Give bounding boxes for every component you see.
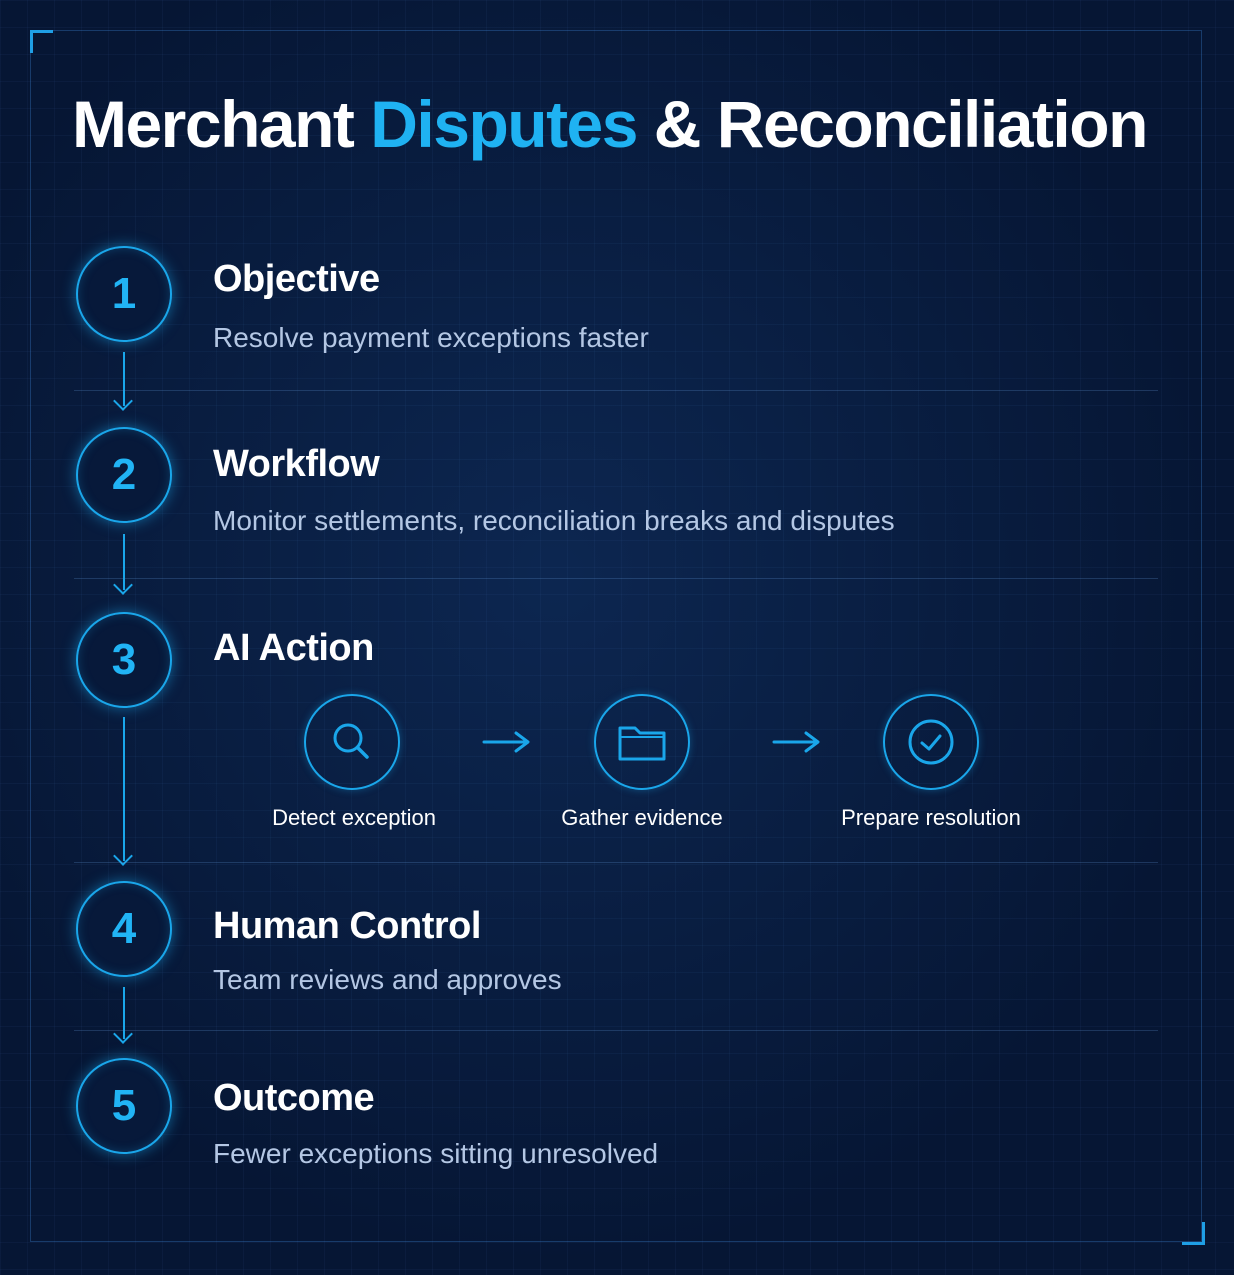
step-4-number-circle: 4: [76, 881, 172, 977]
title-part-1: Merchant: [72, 87, 371, 161]
gather-evidence-label: Gather evidence: [561, 805, 723, 830]
search-icon: [333, 723, 369, 759]
step-4-number: 4: [111, 904, 137, 953]
divider-4: [74, 1030, 1158, 1031]
connector-line-3-4: [123, 717, 125, 861]
step-1-description: Resolve payment exceptions faster: [213, 322, 649, 353]
connector-line-4-5: [123, 987, 125, 1039]
connector-line-1-2: [123, 352, 125, 406]
connector-line-2-3: [123, 534, 125, 590]
divider-1: [74, 390, 1158, 391]
corner-bracket-bottom-right: [1182, 1222, 1205, 1245]
prepare-resolution-label: Prepare resolution: [841, 805, 1021, 830]
divider-3: [74, 862, 1158, 863]
step-2-title: Workflow: [213, 443, 380, 485]
detect-exception-circle: [304, 694, 400, 790]
arrow-right-icon: [772, 731, 820, 753]
prepare-resolution-circle: [883, 694, 979, 790]
corner-bracket-top-left: [30, 30, 53, 53]
step-3-number: 3: [111, 635, 137, 684]
step-4-title: Human Control: [213, 905, 481, 947]
step-3-title: AI Action: [213, 627, 374, 669]
step-2-description: Monitor settlements, reconciliation brea…: [213, 505, 895, 536]
step-1-number-circle: 1: [76, 246, 172, 342]
page-title: Merchant Disputes & Reconciliation: [72, 86, 1149, 162]
title-accent: Disputes: [370, 87, 638, 161]
arrow-right-icon: [482, 731, 530, 753]
step-5-number: 5: [111, 1081, 137, 1130]
divider-2: [74, 578, 1158, 579]
step-2-number-circle: 2: [76, 427, 172, 523]
gather-evidence-circle: [594, 694, 690, 790]
check-circle-icon: [908, 719, 954, 765]
folder-icon: [618, 726, 666, 761]
step-5-number-circle: 5: [76, 1058, 172, 1154]
step-2-number: 2: [111, 450, 137, 499]
step-3-number-circle: 3: [76, 612, 172, 708]
step-1-number: 1: [111, 269, 137, 318]
detect-exception-label: Detect exception: [272, 805, 436, 830]
step-5-title: Outcome: [213, 1077, 375, 1119]
step-1-title: Objective: [213, 258, 380, 300]
outer-frame: [30, 30, 1202, 1242]
step-5-description: Fewer exceptions sitting unresolved: [213, 1138, 659, 1169]
title-part-2: & Reconciliation: [636, 87, 1149, 161]
step-4-description: Team reviews and approves: [213, 964, 562, 995]
